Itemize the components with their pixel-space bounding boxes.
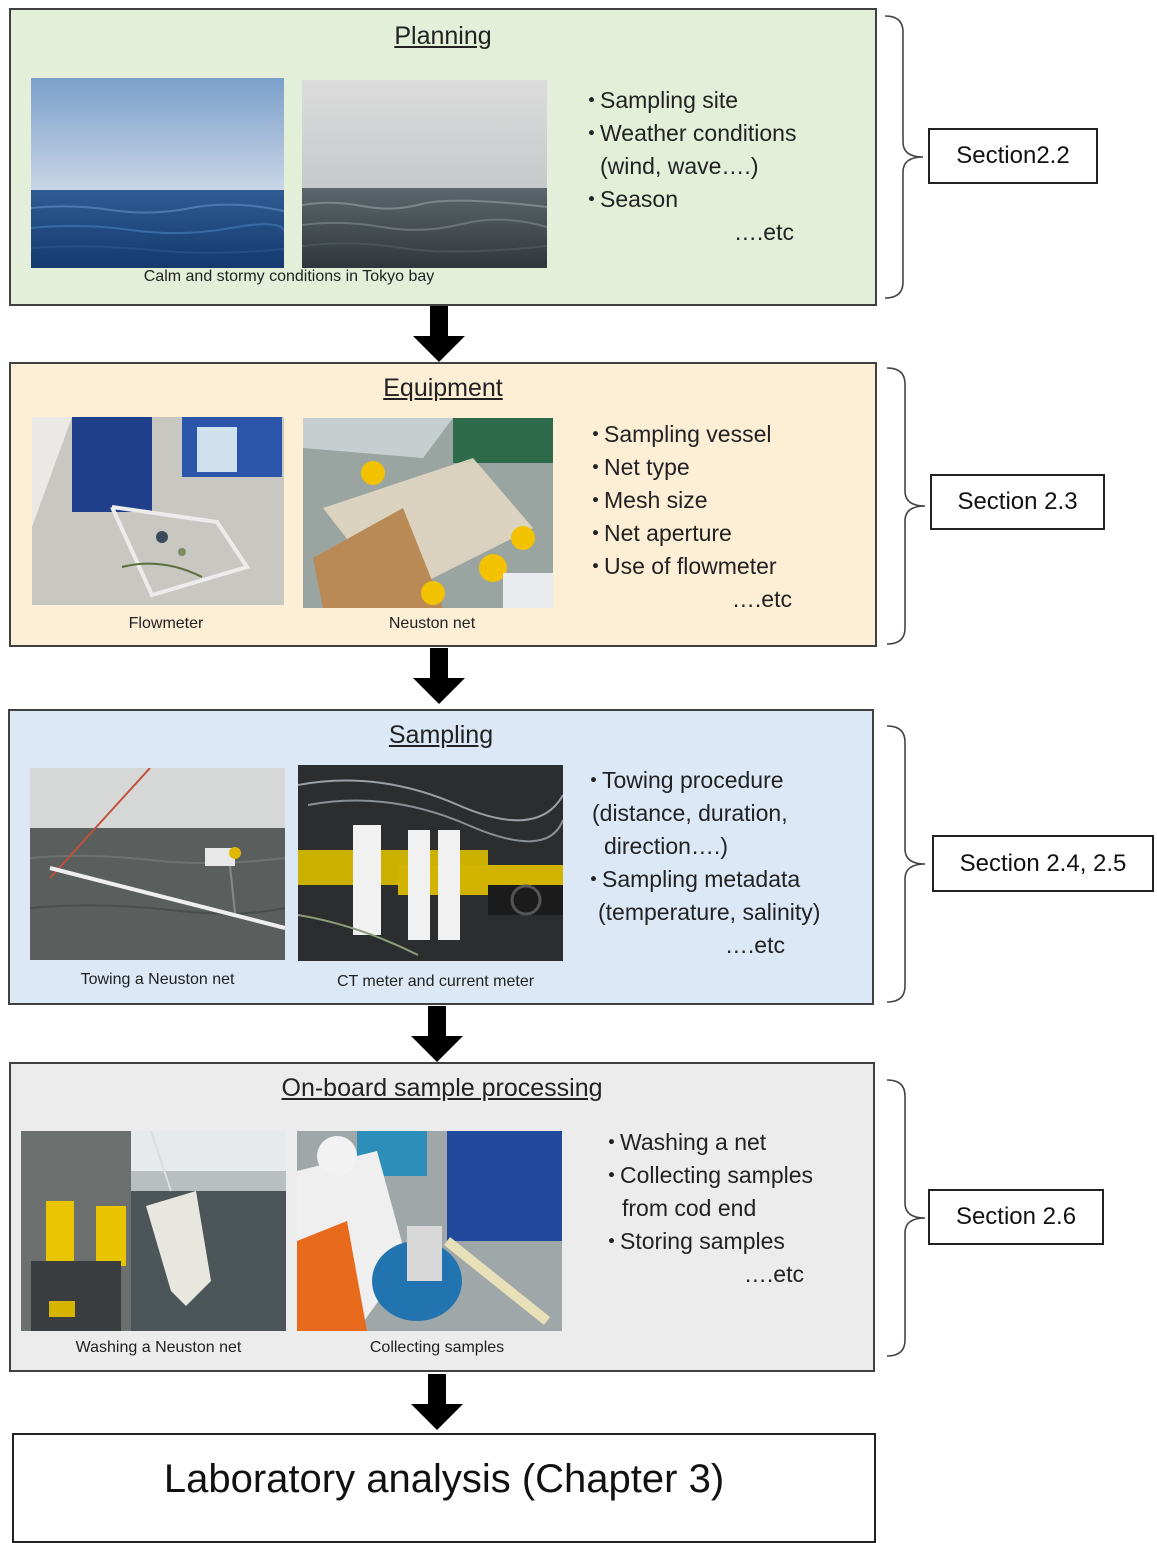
photo-washing-net <box>21 1131 286 1331</box>
section-label: Section 2.4, 2.5 <box>932 835 1154 892</box>
photo-neuston-net <box>303 418 553 608</box>
right-brace-icon <box>886 367 926 645</box>
list-item: ・Net type <box>584 454 690 480</box>
list-item: direction….) <box>604 833 728 859</box>
photo-calm-sea <box>31 78 284 268</box>
section-label: Section2.2 <box>928 128 1098 184</box>
list-item: ・Season <box>580 186 679 212</box>
list-item: (temperature, salinity) <box>598 899 821 925</box>
right-brace-icon <box>884 15 924 299</box>
final-step-box: Laboratory analysis (Chapter 3) <box>12 1433 876 1543</box>
list-item: (distance, duration, <box>592 800 788 826</box>
list-item: ….etc <box>724 932 785 958</box>
stage-title: On-board sample processing <box>281 1074 603 1102</box>
photo-caption: Collecting samples <box>369 1339 505 1356</box>
photo-flowmeter <box>32 417 284 605</box>
down-arrow-icon <box>411 1006 463 1062</box>
section-label: Section 2.3 <box>930 474 1105 530</box>
section-label: Section 2.6 <box>928 1189 1104 1245</box>
photo-stormy-sea <box>302 80 547 268</box>
list-item: ・Sampling site <box>580 87 739 113</box>
right-brace-icon <box>886 1079 926 1357</box>
list-item: ・Weather conditions <box>580 120 797 146</box>
photo-caption: CT meter and current meter <box>336 973 535 990</box>
bullet-list: ・Washing a net ・Collecting samples from … <box>598 1126 838 1291</box>
down-arrow-icon <box>413 306 465 362</box>
photo-towing-net <box>30 768 285 960</box>
right-brace-icon <box>886 725 926 1003</box>
bullet-list: ・Sampling vessel ・Net type ・Mesh size ・N… <box>582 418 822 616</box>
photo-caption: Towing a Neuston net <box>80 971 235 988</box>
photo-ct-meter <box>298 765 563 961</box>
list-item: ・Net aperture <box>584 520 732 546</box>
photo-caption: Flowmeter <box>128 615 204 632</box>
list-item: ・Sampling vessel <box>584 421 772 447</box>
list-item: from cod end <box>622 1195 757 1221</box>
bullet-list: ・Sampling site ・Weather conditions (wind… <box>578 84 828 249</box>
photo-caption: Calm and stormy conditions in Tokyo bay <box>143 268 435 285</box>
bullet-list: ・Towing procedure (distance, duration, d… <box>580 764 865 962</box>
list-item: ・Sampling metadata <box>582 866 801 892</box>
stage-title: Sampling <box>388 721 494 749</box>
list-item: ・Use of flowmeter <box>584 553 777 579</box>
list-item: ….etc <box>743 1261 804 1287</box>
photo-caption: Neuston net <box>388 615 476 632</box>
photo-caption: Washing a Neuston net <box>75 1339 242 1356</box>
list-item: (wind, wave….) <box>600 153 759 179</box>
list-item: ….etc <box>731 586 792 612</box>
list-item: ・Collecting samples <box>600 1162 814 1188</box>
list-item: ・Towing procedure <box>582 767 784 793</box>
list-item: ….etc <box>733 219 794 245</box>
list-item: ・Storing samples <box>600 1228 785 1254</box>
down-arrow-icon <box>411 1374 463 1430</box>
stage-title: Planning <box>394 22 492 50</box>
stage-title: Equipment <box>383 374 503 402</box>
list-item: ・Washing a net <box>600 1129 767 1155</box>
down-arrow-icon <box>413 648 465 704</box>
list-item: ・Mesh size <box>584 487 708 513</box>
final-step-label: Laboratory analysis (Chapter 3) <box>163 1456 725 1501</box>
photo-collecting-samples <box>297 1131 562 1331</box>
